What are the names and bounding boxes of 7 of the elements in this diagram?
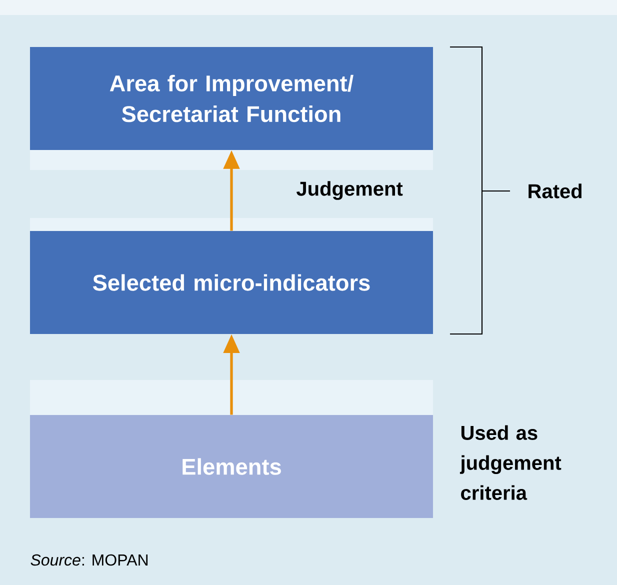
edge-label: Judgement [296,181,403,200]
source-caption: Source: MOPAN [30,554,148,566]
note-text: Used as judgement criteria [460,425,562,500]
process-box: Selected micro-indicators [30,231,433,334]
bracket-label: Rated [528,184,582,198]
process-box: Elements [30,415,433,518]
process-box: Area for Improvement/ Secretariat Function [30,47,433,150]
